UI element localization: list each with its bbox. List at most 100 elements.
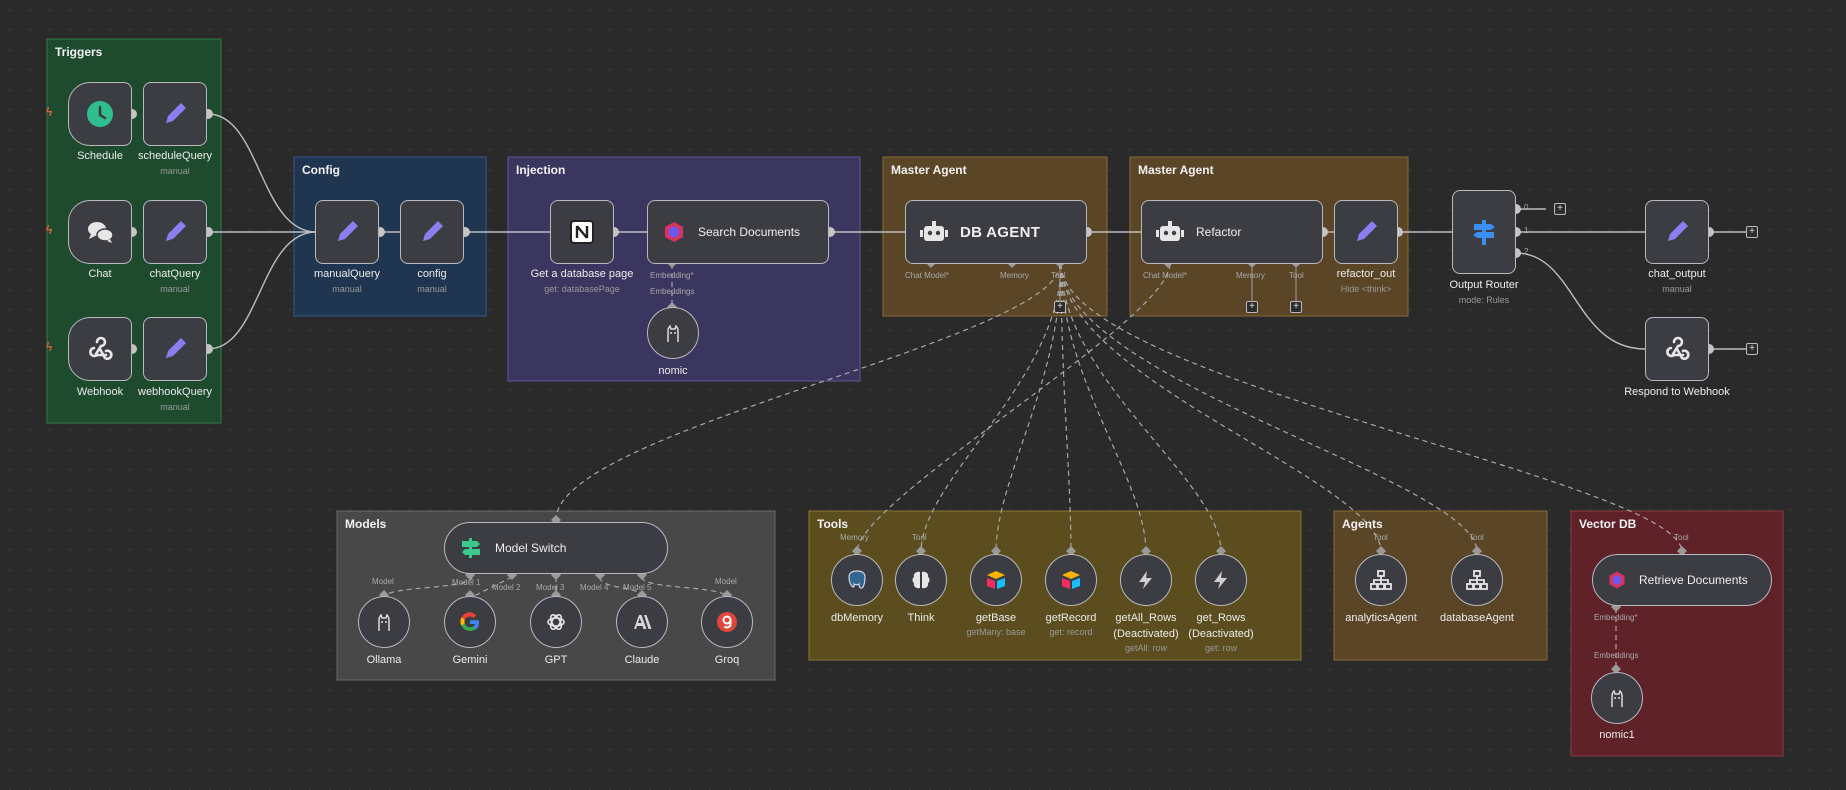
- brain-icon: [912, 571, 930, 589]
- gemini-label: Gemini: [452, 654, 488, 666]
- refactor-out-sub: Hide <think>: [1340, 284, 1392, 294]
- add-output-0-button[interactable]: +: [1554, 203, 1566, 215]
- google-icon: [460, 612, 479, 632]
- get-database-page-label: Get a database page: [530, 268, 634, 280]
- schedule-query-node[interactable]: [143, 82, 207, 146]
- embedding-port-label: Embedding*: [1594, 613, 1638, 622]
- gemini-node[interactable]: [444, 596, 496, 648]
- retrieve-documents-label: Retrieve Documents: [1639, 573, 1748, 587]
- add-memory-button[interactable]: +: [1246, 301, 1258, 313]
- clock-icon: [87, 101, 113, 127]
- tool-port-stubs: [1059, 268, 1297, 301]
- get-base-label: getBase: [975, 612, 1017, 624]
- claude-node[interactable]: [616, 596, 668, 648]
- output-router-label: Output Router: [1449, 279, 1519, 291]
- chat-bubbles-icon: [88, 222, 114, 243]
- retrieve-documents-node[interactable]: Retrieve Documents: [1592, 554, 1772, 606]
- memory-port-label: Memory: [1236, 271, 1265, 280]
- sitemap-icon: [1466, 570, 1488, 590]
- chat-output-sub: manual: [1662, 284, 1692, 294]
- lightning-icon: [1139, 571, 1152, 589]
- get-rows-node[interactable]: [1195, 554, 1247, 606]
- get-rows-sub: get: row: [1204, 643, 1237, 653]
- embeddings-port-label: Embeddings: [650, 287, 695, 296]
- pencil-icon: [338, 221, 358, 241]
- group-title-models: Models: [345, 517, 387, 531]
- nomic-node[interactable]: [647, 307, 699, 359]
- db-agent-label: DB AGENT: [960, 223, 1041, 241]
- database-agent-label: databaseAgent: [1439, 612, 1514, 624]
- manual-query-sub: manual: [332, 284, 362, 294]
- trigger-bolt-icon: ϟ: [46, 223, 53, 237]
- add-tool-button[interactable]: +: [1054, 301, 1066, 313]
- output-router-node[interactable]: [1452, 190, 1516, 274]
- chat-model-port-label: Chat Model*: [905, 271, 950, 280]
- gpt-node[interactable]: [530, 596, 582, 648]
- respond-webhook-node[interactable]: [1645, 317, 1709, 381]
- analytics-agent-node[interactable]: [1355, 554, 1407, 606]
- add-after-chat-output-button[interactable]: +: [1746, 226, 1758, 238]
- webhook-icon: [1666, 336, 1690, 360]
- group-title-agents: Agents: [1342, 517, 1383, 531]
- add-tool-button[interactable]: +: [1290, 301, 1302, 313]
- get-database-page-node[interactable]: [550, 200, 614, 264]
- chat-node[interactable]: [68, 200, 132, 264]
- add-after-respond-button[interactable]: +: [1746, 343, 1758, 355]
- output-router-sub: mode: Rules: [1458, 295, 1510, 305]
- group-title-master-agent-2: Master Agent: [1138, 163, 1214, 177]
- ollama-label: Ollama: [366, 654, 402, 666]
- refactor-out-node[interactable]: [1334, 200, 1398, 264]
- schedule-node[interactable]: [68, 82, 132, 146]
- search-documents-node[interactable]: Search Documents: [647, 200, 829, 264]
- sitemap-icon: [1370, 570, 1392, 590]
- get-all-rows-node[interactable]: [1120, 554, 1172, 606]
- nomic1-node[interactable]: [1591, 672, 1643, 724]
- manual-query-label: manualQuery: [313, 268, 381, 280]
- db-memory-label: dbMemory: [831, 612, 883, 624]
- get-database-page-sub: get: databasePage: [544, 284, 620, 294]
- ollama-node[interactable]: [358, 596, 410, 648]
- webhook-node[interactable]: [68, 317, 132, 381]
- vector-store-icon: [1609, 571, 1625, 589]
- get-base-sub: getMany: base: [966, 627, 1026, 637]
- memory-port-label: Memory: [840, 533, 869, 542]
- main-connections: [207, 113, 1746, 350]
- chat-query-node[interactable]: [143, 200, 207, 264]
- config-node[interactable]: [400, 200, 464, 264]
- webhook-query-label: webhookQuery: [138, 386, 212, 398]
- get-all-rows-sub: getAll: row: [1124, 643, 1168, 653]
- pencil-icon: [423, 221, 443, 241]
- model-3-port-label: Model 3: [536, 583, 565, 592]
- group-title-injection: Injection: [516, 163, 566, 177]
- chat-query-sub: manual: [160, 284, 190, 294]
- manual-query-node[interactable]: [315, 200, 379, 264]
- claude-label: Claude: [624, 654, 660, 666]
- refactor-node[interactable]: Refactor: [1141, 200, 1323, 264]
- group-title-tools: Tools: [817, 517, 849, 531]
- tool-port-label: Tool: [912, 533, 927, 542]
- db-agent-node[interactable]: DB AGENT: [905, 200, 1087, 264]
- get-base-node[interactable]: [970, 554, 1022, 606]
- router-output-2-label: 2: [1524, 247, 1529, 256]
- get-record-node[interactable]: [1045, 554, 1097, 606]
- think-node[interactable]: [895, 554, 947, 606]
- chat-output-node[interactable]: [1645, 200, 1709, 264]
- tool-port-label: Tool: [1674, 533, 1689, 542]
- llama-icon: [667, 324, 679, 342]
- model-switch-node[interactable]: Model Switch: [444, 522, 668, 574]
- analytics-agent-label: analyticsAgent: [1345, 612, 1417, 624]
- webhook-query-node[interactable]: [143, 317, 207, 381]
- model-4-port-label: Model 4: [580, 583, 609, 592]
- group-injection-frame: [507, 156, 861, 382]
- postgres-icon: [848, 570, 866, 589]
- db-memory-node[interactable]: [831, 554, 883, 606]
- nomic1-label: nomic1: [1599, 729, 1635, 741]
- embedding-port-label: Embedding*: [650, 271, 694, 280]
- database-agent-node[interactable]: [1451, 554, 1503, 606]
- groq-icon: [717, 612, 737, 632]
- groq-node[interactable]: [701, 596, 753, 648]
- get-record-label: getRecord: [1045, 612, 1097, 624]
- robot-icon: [920, 221, 948, 241]
- memory-port-label: Memory: [1000, 271, 1029, 280]
